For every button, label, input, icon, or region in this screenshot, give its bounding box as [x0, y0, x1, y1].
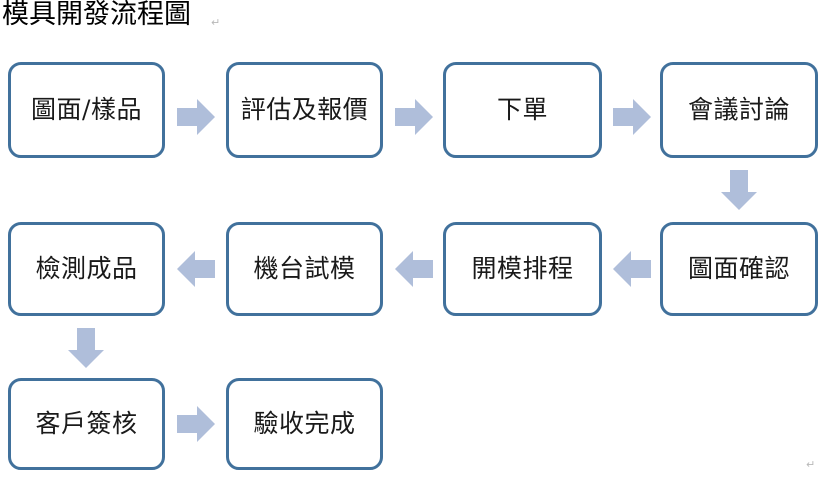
process-node-label: 下單: [496, 95, 548, 124]
arrow-head: [415, 99, 433, 135]
arrow-down-connector-a8: [68, 328, 104, 368]
arrow-shaft: [395, 108, 415, 126]
arrow-shaft: [730, 170, 748, 192]
arrow-left-connector-a6: [395, 251, 433, 287]
page-title: 模具開發流程圖: [2, 0, 191, 30]
process-node-label: 開模排程: [471, 254, 574, 283]
process-node-label: 評估及報價: [240, 95, 369, 124]
arrow-head: [395, 251, 413, 287]
arrow-head: [613, 251, 631, 287]
title-paragraph-mark: ↵: [211, 16, 221, 29]
arrow-right-connector-a1: [177, 99, 215, 135]
process-node-label: 檢測成品: [35, 254, 138, 283]
arrow-head: [177, 251, 195, 287]
process-node-n5[interactable]: 圖面確認: [660, 222, 818, 316]
process-node-n9[interactable]: 客戶簽核: [8, 378, 165, 470]
end-paragraph-mark: ↵: [806, 458, 816, 471]
process-node-label: 會議討論: [687, 95, 790, 124]
arrow-shaft: [177, 108, 197, 126]
process-node-n3[interactable]: 下單: [443, 62, 602, 158]
process-node-label: 圖面/樣品: [31, 95, 142, 124]
arrow-shaft: [177, 415, 197, 433]
process-node-label: 驗收完成: [253, 409, 356, 438]
process-node-n4[interactable]: 會議討論: [660, 62, 818, 158]
arrow-shaft: [631, 260, 651, 278]
arrow-left-connector-a5: [613, 251, 651, 287]
arrow-right-connector-a9: [177, 406, 215, 442]
arrow-shaft: [195, 260, 215, 278]
arrow-shaft: [413, 260, 433, 278]
arrow-head: [68, 350, 104, 368]
process-node-n7[interactable]: 機台試模: [226, 222, 383, 316]
arrow-shaft: [613, 108, 633, 126]
process-node-label: 機台試模: [253, 254, 356, 283]
process-node-n1[interactable]: 圖面/樣品: [8, 62, 165, 158]
arrow-left-connector-a7: [177, 251, 215, 287]
arrow-right-connector-a3: [613, 99, 651, 135]
arrow-head: [197, 406, 215, 442]
arrow-shaft: [77, 328, 95, 350]
arrow-head: [721, 192, 757, 210]
process-node-n2[interactable]: 評估及報價: [226, 62, 383, 158]
process-node-n10[interactable]: 驗收完成: [226, 378, 383, 470]
arrow-down-connector-a4: [721, 170, 757, 210]
process-node-n6[interactable]: 開模排程: [443, 222, 602, 316]
process-node-n8[interactable]: 檢測成品: [8, 222, 165, 316]
arrow-head: [197, 99, 215, 135]
arrow-head: [633, 99, 651, 135]
process-node-label: 客戶簽核: [35, 409, 138, 438]
process-node-label: 圖面確認: [687, 254, 790, 283]
arrow-right-connector-a2: [395, 99, 433, 135]
